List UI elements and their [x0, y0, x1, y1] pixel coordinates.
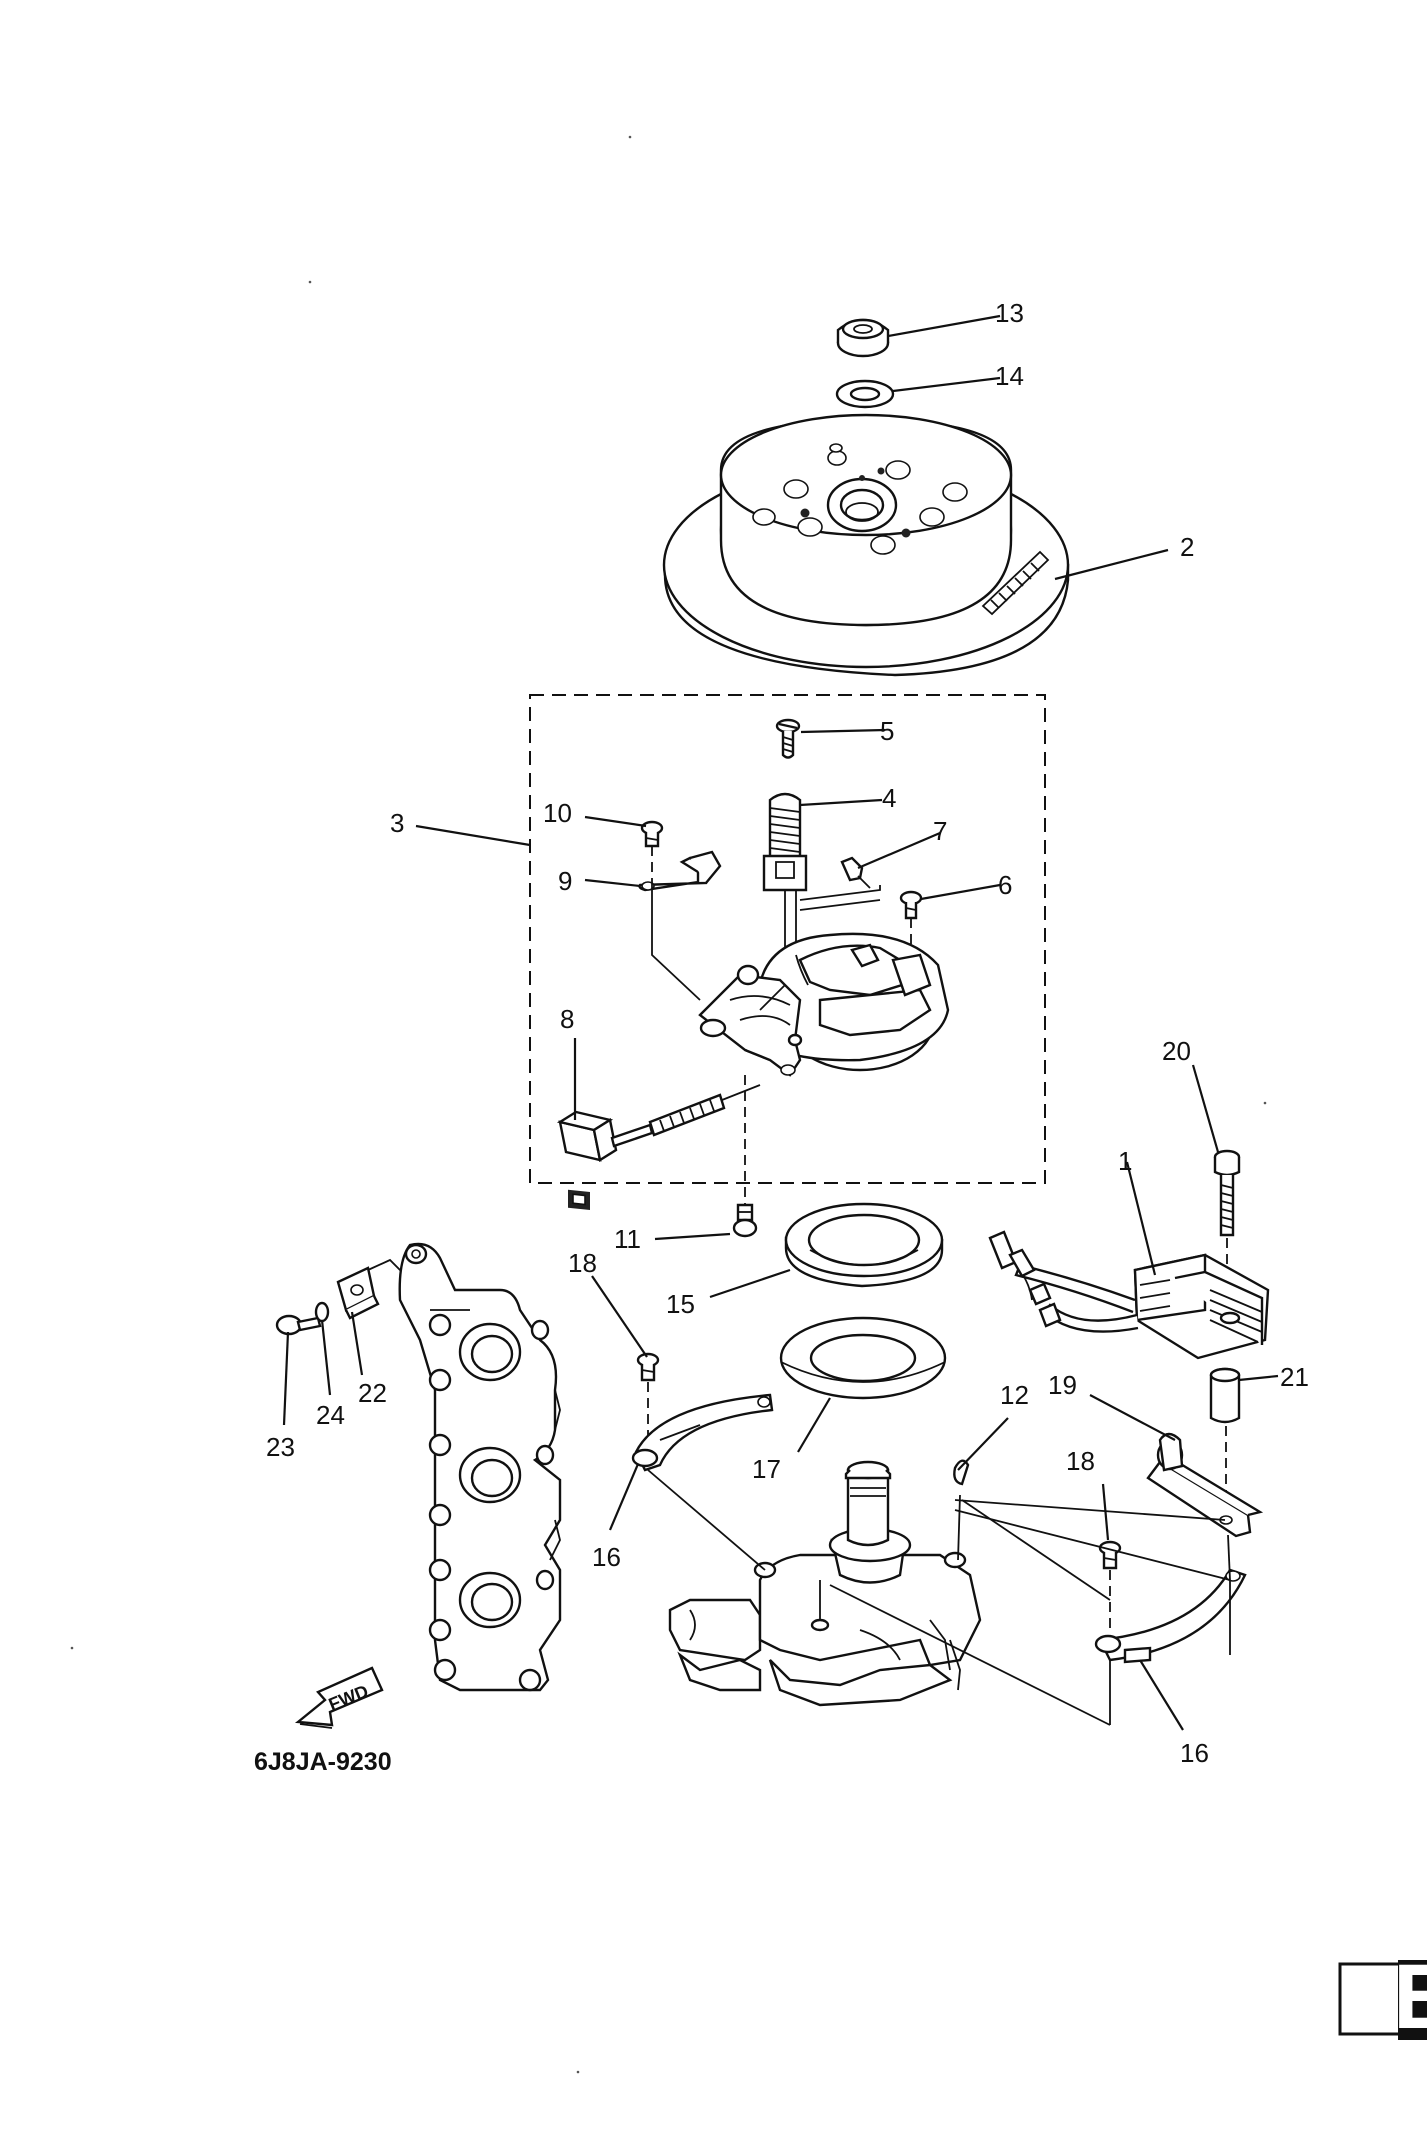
part-9-plate	[638, 850, 722, 892]
part-16-retainer-left	[631, 1393, 774, 1472]
part-11-screw	[732, 1203, 758, 1238]
label-24: 24	[316, 1400, 345, 1430]
part-10-screw	[640, 820, 664, 880]
part-18-screw-right	[1098, 1540, 1122, 1630]
label-18-right: 18	[1066, 1446, 1095, 1476]
crankcase-boss	[647, 1460, 1231, 1726]
part-15-ring	[784, 1202, 944, 1288]
speck	[576, 2070, 580, 2074]
label-14: 14	[995, 361, 1024, 391]
label-2: 2	[1180, 532, 1194, 562]
part-5-screw	[775, 718, 801, 759]
speck	[628, 135, 632, 139]
label-16-right: 16	[1180, 1738, 1209, 1768]
part-22-clamp	[336, 1258, 403, 1320]
label-18-left: 18	[568, 1248, 597, 1278]
diagram-code: 6J8JA-9230	[254, 1748, 392, 1776]
label-13: 13	[995, 298, 1024, 328]
label-15: 15	[666, 1289, 695, 1319]
label-23: 23	[266, 1432, 295, 1462]
label-5: 5	[880, 716, 894, 746]
label-7: 7	[933, 816, 947, 846]
part-14-washer	[835, 379, 895, 409]
part-3-base-plate	[651, 880, 950, 1077]
leader-lines	[282, 314, 1279, 1731]
part-16-retainer-right	[1094, 1568, 1247, 1664]
part-4-coil	[762, 792, 808, 985]
speck	[1263, 1101, 1267, 1105]
label-22: 22	[358, 1378, 387, 1408]
fwd-arrow-icon: FWD	[294, 1666, 384, 1729]
label-16-left: 16	[592, 1542, 621, 1572]
part-7-clip	[840, 856, 871, 889]
part-24-washer	[314, 1301, 330, 1323]
label-6: 6	[998, 870, 1012, 900]
part-8-connector	[556, 1084, 761, 1211]
label-20: 20	[1162, 1036, 1191, 1066]
label-4: 4	[882, 783, 896, 813]
speck	[308, 280, 312, 284]
label-11: 11	[614, 1224, 641, 1254]
label-8: 8	[560, 1004, 574, 1034]
part-20-bolt	[1213, 1149, 1241, 1310]
part-23-screw	[275, 1314, 322, 1336]
part-13-nut	[836, 318, 890, 358]
assembly-3-outline	[529, 694, 1046, 1184]
label-10: 10	[543, 798, 572, 828]
label-21: 21	[1280, 1362, 1309, 1392]
label-17: 17	[752, 1454, 781, 1484]
speck	[70, 1646, 74, 1650]
part-12-key	[953, 1459, 970, 1486]
part-17-gasket	[779, 1316, 947, 1400]
part-19-bracket	[1146, 1432, 1264, 1538]
label-9: 9	[558, 866, 572, 896]
cylinder-plate	[398, 1242, 562, 1692]
corner-tab-letter: E	[1393, 1946, 1427, 2048]
label-1: 1	[1118, 1146, 1132, 1176]
part-2-flywheel	[662, 413, 1070, 677]
part-1-cdi-unit	[988, 1230, 1270, 1360]
label-3: 3	[390, 808, 404, 838]
label-19: 19	[1048, 1370, 1077, 1400]
corner-tab: E	[1338, 1946, 1427, 2048]
label-12: 12	[1000, 1380, 1029, 1410]
